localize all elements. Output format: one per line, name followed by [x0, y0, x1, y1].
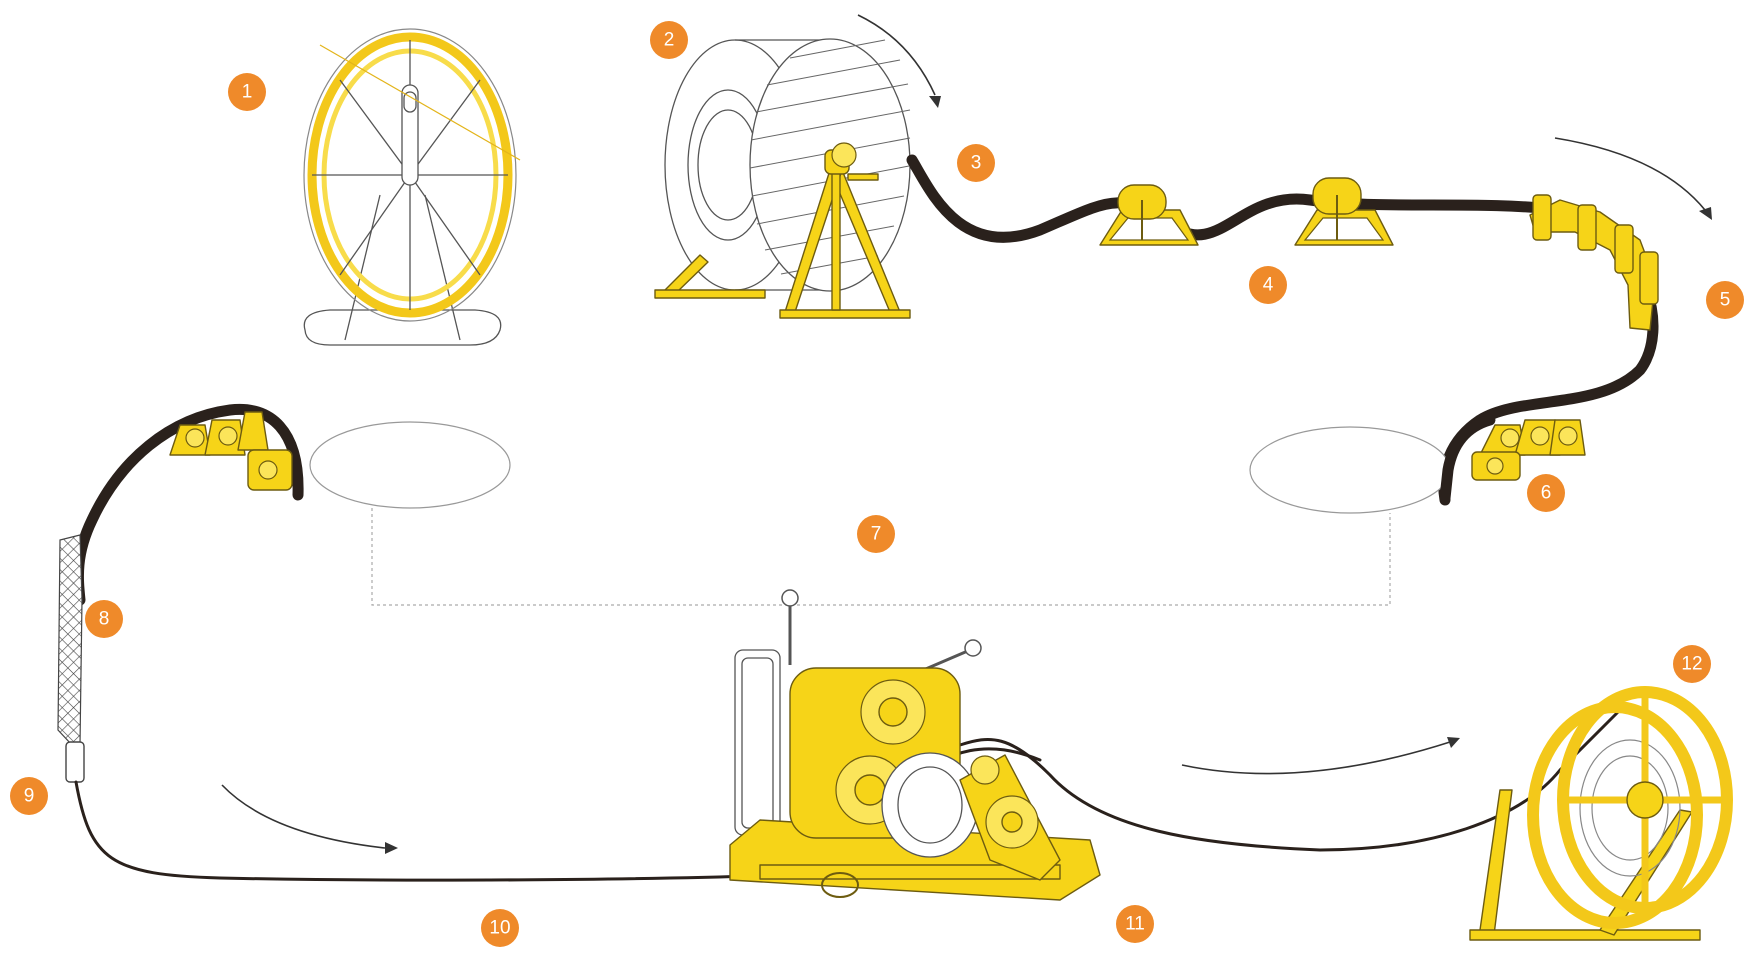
number-badge-11: 11	[1116, 905, 1154, 943]
badge-label: 12	[1681, 654, 1702, 675]
recoil-rope	[960, 710, 1620, 850]
badge-label: 5	[1720, 290, 1731, 311]
number-badge-10: 10	[481, 909, 519, 947]
cable-pulling-winch-icon	[730, 590, 1100, 900]
number-badge-12: 12	[1673, 645, 1711, 683]
cable-pulling-sock-icon	[58, 535, 82, 745]
badge-label: 8	[99, 609, 110, 630]
number-badge-1: 1	[228, 73, 266, 111]
badge-label: 6	[1541, 483, 1552, 504]
manhole-right	[1250, 427, 1450, 513]
manhole-entry-roller-icon	[1472, 420, 1585, 480]
direction-arrow-bottom-left	[222, 785, 398, 854]
direction-arrow-bottom-right	[1182, 737, 1460, 774]
number-badge-9: 9	[10, 777, 48, 815]
number-badge-3: 3	[957, 144, 995, 182]
manhole-left	[310, 422, 510, 508]
number-badge-2: 2	[650, 21, 688, 59]
badge-label: 3	[971, 153, 982, 174]
badge-label: 2	[664, 30, 675, 51]
number-badge-4: 4	[1249, 266, 1287, 304]
number-badge-5: 5	[1706, 281, 1744, 319]
number-badge-7: 7	[857, 515, 895, 553]
number-badge-8: 8	[85, 600, 123, 638]
cable-drum-on-jack-stands-icon	[655, 39, 910, 318]
rope-recoiling-drum-icon	[1470, 692, 1727, 940]
swivel-link-icon	[66, 742, 84, 782]
badge-label: 10	[489, 918, 510, 939]
corner-roller-icon	[1530, 195, 1658, 330]
badge-label: 4	[1263, 275, 1274, 296]
badge-label: 9	[24, 786, 35, 807]
number-badge-6: 6	[1527, 474, 1565, 512]
badge-label: 11	[1125, 914, 1145, 935]
badge-label: 7	[871, 524, 882, 545]
fiberglass-duct-rodder-icon	[304, 29, 520, 345]
badge-label: 1	[242, 82, 253, 103]
